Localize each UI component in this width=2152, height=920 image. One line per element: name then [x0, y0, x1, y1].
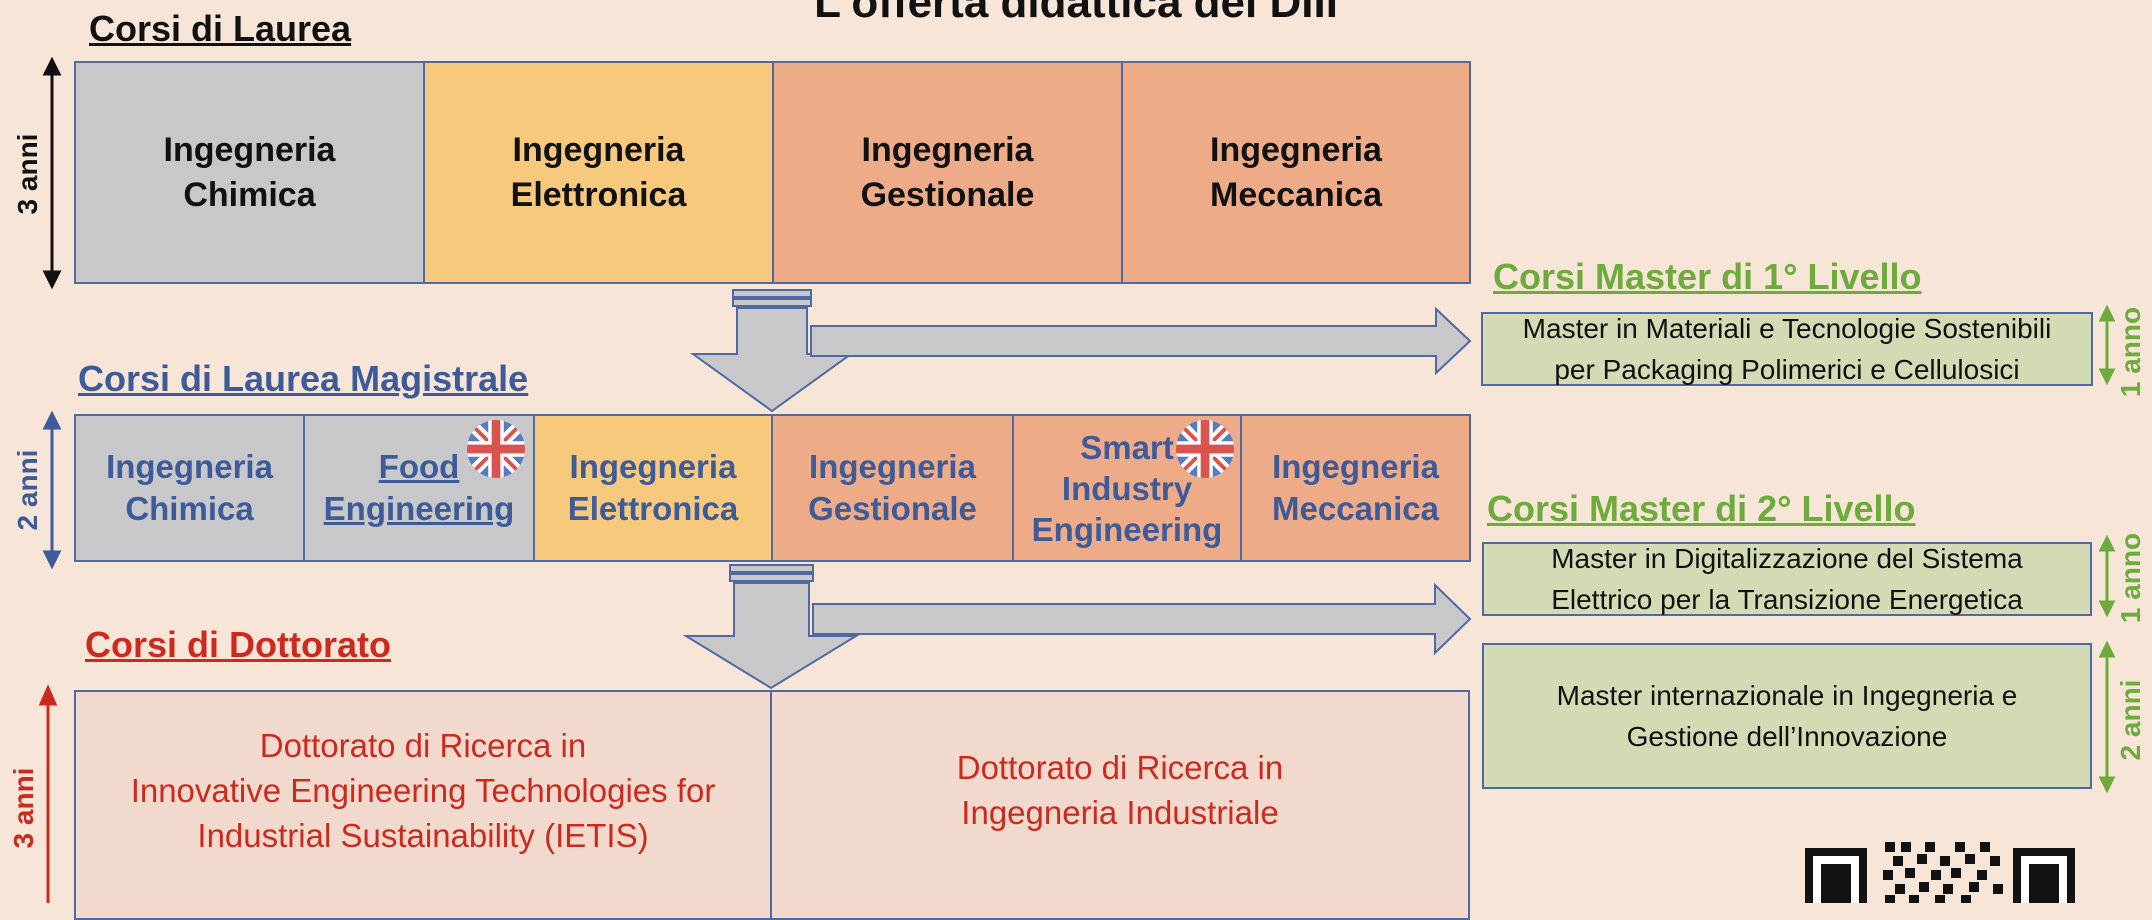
course-line: Engineering: [1031, 510, 1223, 548]
course-line: Dottorato di Ricerca in: [259, 726, 587, 764]
course-line: Ingegneria: [512, 130, 685, 169]
duration-arrow-master2a: [2098, 534, 2116, 618]
course-line: Ingegneria: [106, 448, 273, 485]
duration-label-master2b: 2 anni: [2115, 679, 2146, 761]
course-line: Food: [378, 448, 460, 485]
duration-label-dottorato: 3 anni: [8, 767, 39, 849]
master1-course: Master in Materiali e Tecnologie Sosteni…: [1481, 312, 2093, 386]
course-line: Meccanica: [1272, 490, 1439, 527]
section-title-laurea: Corsi di Laurea: [89, 8, 352, 49]
course-line: Innovative Engineering Technologies for: [130, 771, 716, 809]
course-line: Gestione dell’Innovazione: [1626, 721, 1948, 752]
duration-arrow-dottorato: [38, 684, 58, 903]
duration-label-master2a: 1 anno: [2115, 532, 2146, 624]
section-title-master2: Corsi Master di 2° Livello: [1487, 488, 1916, 529]
course-line: Ingegneria: [1210, 130, 1382, 169]
course-line: Master internazionale in Ingegneria e: [1556, 680, 2018, 711]
duration-arrow-laurea: [42, 56, 62, 290]
course-line: Master in Digitalizzazione del Sistema: [1551, 543, 2023, 574]
qr-code: [1805, 840, 2075, 903]
down-arrow-laurea-magistrale: [689, 289, 855, 413]
course-line: Master in Materiali e Tecnologie Sosteni…: [1522, 313, 2052, 344]
course-line: Elettrico per la Transizione Energetica: [1551, 584, 2023, 615]
dottorato-course: Dottorato di Ricerca in Innovative Engine…: [74, 690, 772, 920]
dottorato-course: Dottorato di Ricerca in Ingegneria Indust…: [770, 690, 1470, 920]
course-line: Industry: [1061, 469, 1193, 507]
right-arrow-master1: [810, 306, 1472, 376]
course-line: per Packaging Polimerici e Cellulosici: [1554, 354, 2020, 385]
uk-flag-icon: [1176, 420, 1234, 478]
course-line: Smart: [1080, 428, 1174, 466]
course-line: Engineering: [323, 490, 515, 527]
right-arrow-master2: [812, 582, 1472, 656]
course-line: Chimica: [125, 490, 254, 527]
down-arrow-magistrale-dottorato: [682, 564, 860, 690]
master2-course: Master internazionale in Ingegneria e Ges…: [1482, 643, 2092, 789]
section-title-dottorato: Corsi di Dottorato: [85, 624, 391, 665]
course-line: Industrial Sustainability (IETIS): [197, 816, 649, 854]
course-line: Meccanica: [1210, 175, 1382, 214]
course-line: Chimica: [183, 175, 316, 214]
course-line: Ingegneria: [861, 130, 1034, 169]
duration-label-master1: 1 anno: [2115, 306, 2146, 398]
page-title: L'offerta didattica del DIII: [814, 0, 1338, 27]
course-line: Elettronica: [567, 490, 739, 527]
course-line: Ingegneria: [1272, 448, 1439, 485]
duration-arrow-magistrale: [42, 410, 62, 570]
course-line: Gestionale: [808, 490, 977, 527]
section-title-master1: Corsi Master di 1° Livello: [1493, 256, 1922, 297]
course-line: Ingegneria: [163, 130, 336, 169]
course-line: Ingegneria Industriale: [961, 794, 1279, 831]
section-title-magistrale: Corsi di Laurea Magistrale: [78, 358, 529, 399]
duration-label-laurea: 3 anni: [12, 133, 43, 215]
course-line: Elettronica: [510, 175, 687, 214]
course-line: Ingegneria: [569, 448, 737, 485]
course-line: Gestionale: [860, 175, 1035, 214]
duration-label-magistrale: 2 anni: [12, 449, 43, 531]
course-line: Dottorato di Ricerca in: [956, 749, 1284, 786]
duration-arrow-master1: [2098, 304, 2116, 386]
course-line: Ingegneria: [809, 448, 976, 485]
duration-arrow-master2b: [2098, 640, 2116, 794]
uk-flag-icon: [467, 420, 525, 478]
